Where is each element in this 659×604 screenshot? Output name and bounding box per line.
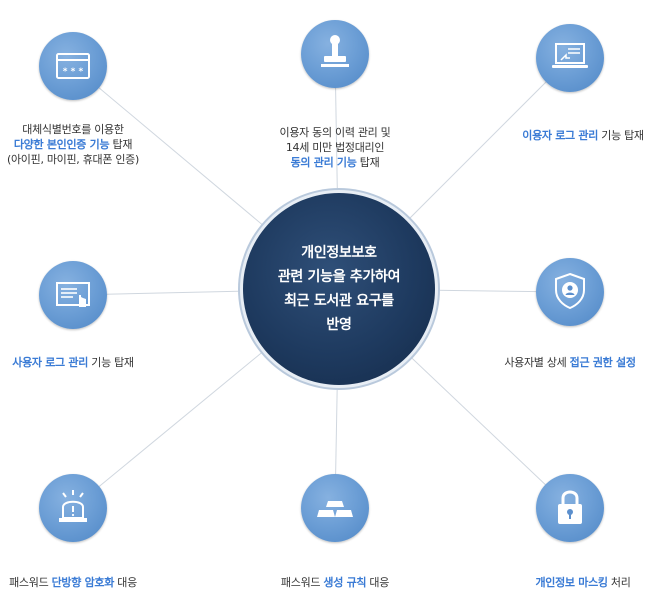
label-text: 사용자별 상세 bbox=[504, 356, 570, 369]
label-text: (아이핀, 마이핀, 휴대폰 인증) bbox=[7, 153, 139, 166]
alarm-light-icon bbox=[59, 490, 87, 522]
label-text: 처리 bbox=[607, 576, 631, 589]
highlight-text: 이용자 로그 관리 bbox=[522, 129, 599, 142]
log-screen-hand-icon bbox=[56, 282, 90, 307]
feature-label-line: 패스워드 생성 규칙 대응 bbox=[281, 575, 389, 590]
label-text: 패스워드 bbox=[9, 576, 52, 589]
feature-label: 패스워드 생성 규칙 대응 bbox=[281, 575, 389, 590]
gold-bars-icon bbox=[317, 501, 353, 517]
feature-label: 사용자 로그 관리 기능 탑재 bbox=[12, 355, 134, 370]
user-shield-icon bbox=[555, 272, 585, 310]
highlight-text: 단방향 암호화 bbox=[51, 576, 115, 589]
feature-label-line: 사용자별 상세 접근 권한 설정 bbox=[504, 355, 636, 370]
label-text: 대응 bbox=[114, 576, 137, 589]
highlight-text: 사용자 로그 관리 bbox=[12, 356, 89, 369]
highlight-text: 개인정보 마스킹 bbox=[535, 576, 608, 589]
label-text: 기능 탑재 bbox=[598, 129, 644, 142]
hub-line-4: 반영 bbox=[326, 317, 352, 333]
label-text: 대체식별번호를 이용한 bbox=[22, 123, 124, 136]
feature-label: 사용자별 상세 접근 권한 설정 bbox=[504, 355, 636, 370]
feature-node: * * * bbox=[39, 32, 107, 100]
feature-label: 패스워드 단방향 암호화 대응 bbox=[9, 575, 137, 590]
feature-node bbox=[536, 24, 604, 92]
label-text: 탑재 bbox=[356, 156, 380, 169]
feature-node bbox=[301, 20, 369, 88]
highlight-text: 접근 권한 설정 bbox=[569, 356, 636, 369]
label-text: 대응 bbox=[366, 576, 390, 589]
feature-label-line: 동의 관리 기능 탑재 bbox=[280, 155, 391, 170]
svg-text:* * *: * * * bbox=[63, 67, 84, 77]
feature-label-line: 사용자 로그 관리 기능 탑재 bbox=[12, 355, 134, 370]
feature-label-line: 이용자 로그 관리 기능 탑재 bbox=[522, 128, 644, 143]
highlight-text: 다양한 본인인증 기능 bbox=[13, 138, 110, 151]
feature-label-line: 패스워드 단방향 암호화 대응 bbox=[9, 575, 137, 590]
hub-text: 개인정보보호 관련 기능을 추가하여 최근 도서관 요구를 반영 bbox=[243, 241, 435, 337]
feature-label-line: 이용자 동의 이력 관리 및 bbox=[280, 125, 391, 140]
hub-line-2: 관련 기능을 추가하여 bbox=[277, 269, 401, 285]
feature-node bbox=[536, 258, 604, 326]
label-text: 기능 탑재 bbox=[88, 356, 134, 369]
feature-node bbox=[39, 261, 107, 329]
label-text: 14세 미만 법정대리인 bbox=[285, 141, 385, 154]
feature-label-line: 14세 미만 법정대리인 bbox=[280, 140, 391, 155]
stamp-icon bbox=[321, 35, 349, 67]
feature-label-line: 개인정보 마스킹 처리 bbox=[535, 575, 630, 590]
hub-line-3: 최근 도서관 요구를 bbox=[284, 293, 394, 309]
central-hub-circle: 개인정보보호 관련 기능을 추가하여 최근 도서관 요구를 반영 bbox=[243, 193, 435, 385]
padlock-icon bbox=[558, 490, 582, 524]
feature-label: 이용자 로그 관리 기능 탑재 bbox=[522, 128, 644, 143]
feature-node bbox=[536, 474, 604, 542]
feature-label: 개인정보 마스킹 처리 bbox=[535, 575, 630, 590]
feature-node bbox=[301, 474, 369, 542]
feature-label-line: 대체식별번호를 이용한 bbox=[7, 122, 139, 137]
label-text: 이용자 동의 이력 관리 및 bbox=[279, 126, 391, 139]
feature-node bbox=[39, 474, 107, 542]
hub-line-1: 개인정보보호 bbox=[301, 245, 377, 261]
password-card-icon: * * * bbox=[56, 53, 90, 79]
feature-label-line: (아이핀, 마이핀, 휴대폰 인증) bbox=[7, 152, 139, 167]
label-text: 패스워드 bbox=[280, 576, 324, 589]
laptop-icon bbox=[552, 43, 588, 68]
label-text: 탑재 bbox=[109, 138, 133, 151]
feature-label-line: 다양한 본인인증 기능 탑재 bbox=[7, 137, 139, 152]
highlight-text: 생성 규칙 bbox=[323, 576, 367, 589]
highlight-text: 동의 관리 기능 bbox=[290, 156, 357, 169]
